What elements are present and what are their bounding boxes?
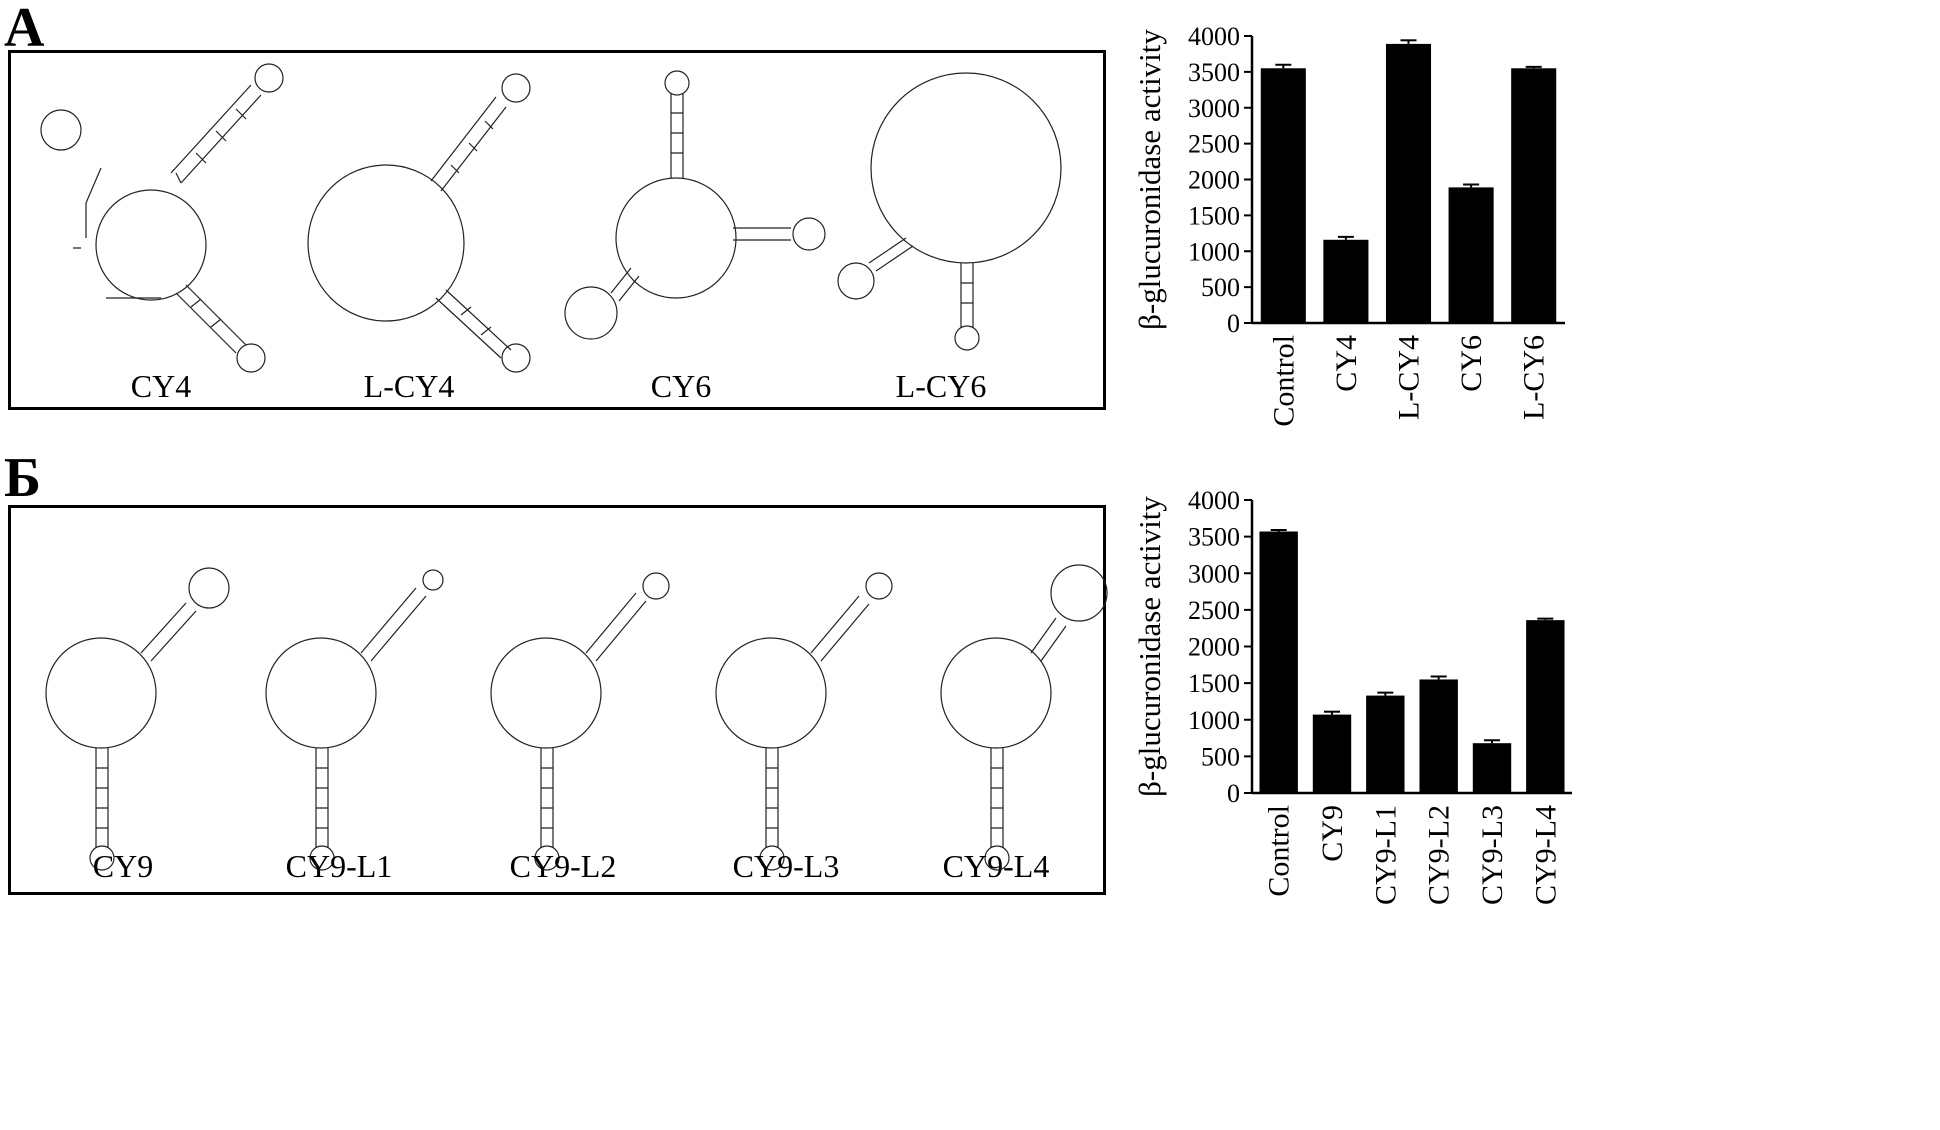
- structure-label-cy9-l4: CY9-L4: [942, 848, 1050, 884]
- y-tick-label: 3500: [1188, 58, 1240, 87]
- x-tick-label: CY6: [1455, 335, 1488, 392]
- y-tick-label: 0: [1227, 309, 1240, 338]
- rna-structure-l-cy6: [837, 72, 1062, 351]
- bar: [1259, 531, 1298, 793]
- bar: [1312, 714, 1352, 793]
- rna-structure-cy9-l4: [940, 564, 1108, 871]
- bar-chart-b: β-glucuronidase activity 0 500 1000 1500 2000…: [1132, 486, 1572, 905]
- bar: [1385, 43, 1432, 323]
- y-tick-label: 1500: [1188, 201, 1240, 230]
- x-tick-label: Control: [1267, 335, 1300, 427]
- x-tick-label: Control: [1263, 805, 1296, 897]
- bar: [1526, 620, 1565, 793]
- panel-letter-b: Б: [4, 447, 42, 509]
- panel-letter-a: A: [4, 0, 45, 59]
- x-tick-label: CY9-L4: [1529, 805, 1562, 905]
- y-tick-label: 0: [1227, 779, 1240, 808]
- rna-structure-cy9-l3: [715, 572, 893, 871]
- y-tick-label: 3000: [1188, 94, 1240, 123]
- y-tick-label: 3000: [1188, 559, 1240, 588]
- structure-label-cy6: CY6: [650, 368, 712, 404]
- rna-structure-cy9: [45, 567, 230, 871]
- bar: [1260, 68, 1306, 323]
- rna-structures-a: [40, 63, 1062, 373]
- y-tick-label: 1000: [1188, 237, 1240, 266]
- y-axis-label: β-glucuronidase activity: [1132, 496, 1167, 797]
- rna-structure-cy4: [40, 63, 284, 373]
- x-tick-label: L-CY6: [1518, 335, 1551, 420]
- y-tick-label: 1500: [1188, 669, 1240, 698]
- y-tick-label: 2500: [1188, 596, 1240, 625]
- bar: [1448, 187, 1494, 323]
- structure-label-cy9-l2: CY9-L2: [509, 848, 617, 884]
- x-tick-label: CY4: [1330, 335, 1363, 392]
- structure-label-cy9-l3: CY9-L3: [732, 848, 840, 884]
- bar: [1323, 239, 1369, 323]
- rna-structure-cy9-l2: [490, 572, 670, 871]
- y-tick-label: 3500: [1188, 523, 1240, 552]
- rna-structure-cy9-l1: [265, 569, 444, 871]
- structure-label-l-cy4: L-CY4: [363, 368, 455, 404]
- structure-label-cy9-l1: CY9-L1: [285, 848, 393, 884]
- rna-structure-l-cy4: [307, 73, 531, 373]
- y-tick-label: 500: [1201, 742, 1240, 771]
- rna-structure-cy6: [564, 70, 826, 340]
- y-tick-label: 4000: [1188, 22, 1240, 51]
- structure-box-a: CY4 L-CY4 CY6 L-CY6: [8, 50, 1106, 410]
- x-tick-label: CY9-L2: [1423, 805, 1456, 905]
- y-tick-label: 2000: [1188, 633, 1240, 662]
- x-tick-label: CY9: [1316, 805, 1349, 862]
- rna-structures-b: [45, 564, 1108, 871]
- y-axis-label: β-glucuronidase activity: [1132, 29, 1167, 330]
- y-tick-label: 500: [1201, 273, 1240, 302]
- y-tick-label: 2000: [1188, 166, 1240, 195]
- x-tick-label: CY9-L3: [1476, 805, 1509, 905]
- x-tick-label: L-CY4: [1393, 335, 1426, 420]
- structure-label-cy4: CY4: [130, 368, 192, 404]
- bar: [1419, 679, 1458, 793]
- structure-box-b: CY9 CY9-L1 CY9-L2 CY9-L3 CY9-L4: [8, 505, 1108, 895]
- bar: [1472, 743, 1512, 793]
- y-tick-label: 1000: [1188, 706, 1240, 735]
- x-tick-label: CY9-L1: [1369, 805, 1402, 905]
- bar: [1511, 68, 1557, 323]
- bar: [1366, 695, 1405, 793]
- structure-label-cy9: CY9: [92, 848, 154, 884]
- structure-label-l-cy6: L-CY6: [895, 368, 987, 404]
- y-tick-label: 4000: [1188, 486, 1240, 515]
- y-tick-label: 2500: [1188, 130, 1240, 159]
- bar-chart-a: β-glucuronidase activity 0 500 1000 1500 2000…: [1132, 22, 1565, 427]
